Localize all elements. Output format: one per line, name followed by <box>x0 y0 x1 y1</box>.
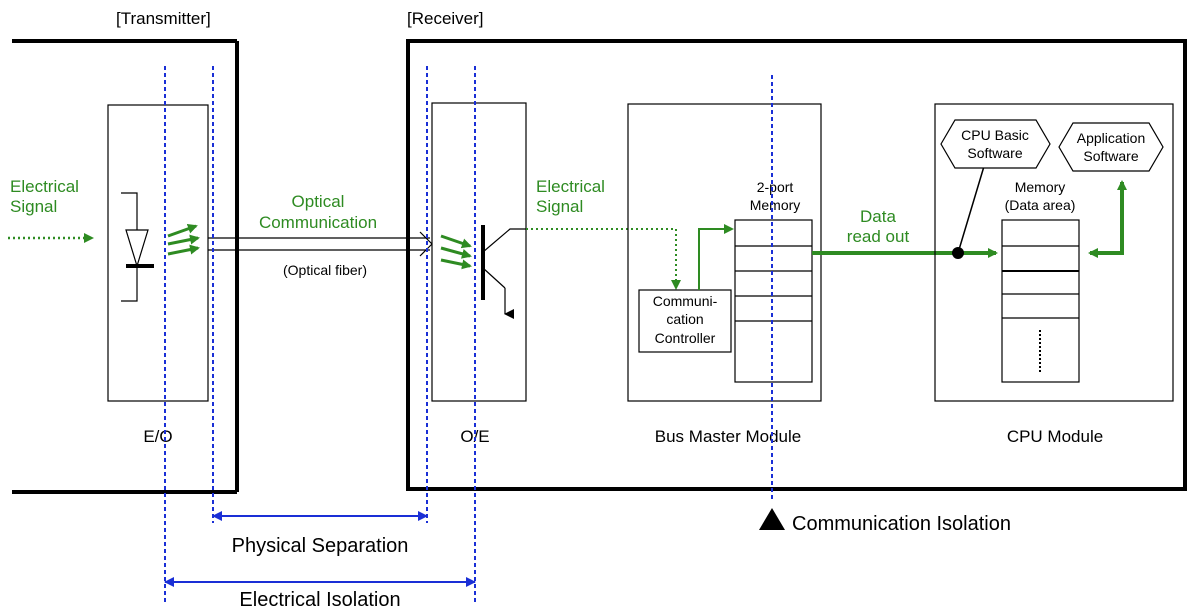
oe-box <box>431 102 527 402</box>
optical-fiber <box>208 231 433 257</box>
rx-signal-label-1: Electrical <box>536 177 605 196</box>
memory-label-2: (Data area) <box>1005 197 1076 213</box>
bus-master-box <box>627 103 822 402</box>
controller-to-memory-arrow <box>698 224 734 290</box>
receiver-frame <box>406 39 1187 491</box>
transmitter-frame <box>12 39 239 494</box>
optical-fiber-label: (Optical fiber) <box>283 262 367 278</box>
electrical-isolation-label: Electrical Isolation <box>239 589 400 611</box>
application-software-hexagon <box>1058 122 1164 172</box>
comm-controller-box <box>638 289 732 353</box>
receiver-title: [Receiver] <box>407 9 484 28</box>
app-sw-label-1: Application <box>1077 130 1146 146</box>
phototransistor-icon <box>481 225 526 319</box>
comm-controller-label-1: Communi- <box>653 293 718 309</box>
optical-comm-label-2: Communication <box>259 213 377 232</box>
communication-isolation-triangle-icon <box>759 508 785 530</box>
bus-master-label: Bus Master Module <box>655 427 801 446</box>
rx-signal-label-2: Signal <box>536 197 583 216</box>
optical-comm-label-1: Optical <box>292 192 345 211</box>
cpu-basic-software-hexagon <box>940 119 1051 169</box>
light-receive-icon <box>440 234 472 270</box>
cpu-basic-label-2: Software <box>967 145 1022 161</box>
light-emission-icon <box>167 223 200 256</box>
communication-isolation-label: Communication Isolation <box>792 513 1011 535</box>
two-port-memory <box>734 219 813 383</box>
app-memory-arrow <box>1090 180 1127 255</box>
eo-box <box>107 104 209 402</box>
data-read-label-1: Data <box>860 207 896 226</box>
two-port-label-1: 2-port <box>757 179 794 195</box>
comm-controller-label-2: cation <box>666 311 703 327</box>
comm-controller-label-3: Controller <box>655 330 716 346</box>
led-diode-icon <box>121 192 154 302</box>
cpu-module-label: CPU Module <box>1007 427 1103 446</box>
isolation-lines <box>164 66 773 605</box>
cpu-basic-label-1: CPU Basic <box>961 127 1029 143</box>
physical-separation-label: Physical Separation <box>232 535 409 557</box>
app-sw-label-2: Software <box>1083 148 1138 164</box>
input-signal-label-2: Signal <box>10 197 57 216</box>
cpu-basic-pointer <box>957 162 986 254</box>
transmitter-title: [Transmitter] <box>116 9 211 28</box>
eo-label: E/O <box>143 427 172 446</box>
cpu-memory <box>1001 219 1080 383</box>
oe-label: O/E <box>460 427 489 446</box>
data-read-label-2: read out <box>847 227 910 246</box>
cpu-module-box <box>934 103 1174 402</box>
memory-label-1: Memory <box>1015 179 1066 195</box>
two-port-label-2: Memory <box>750 197 801 213</box>
input-signal-label-1: Electrical <box>10 177 79 196</box>
rx-signal-line <box>526 228 681 290</box>
